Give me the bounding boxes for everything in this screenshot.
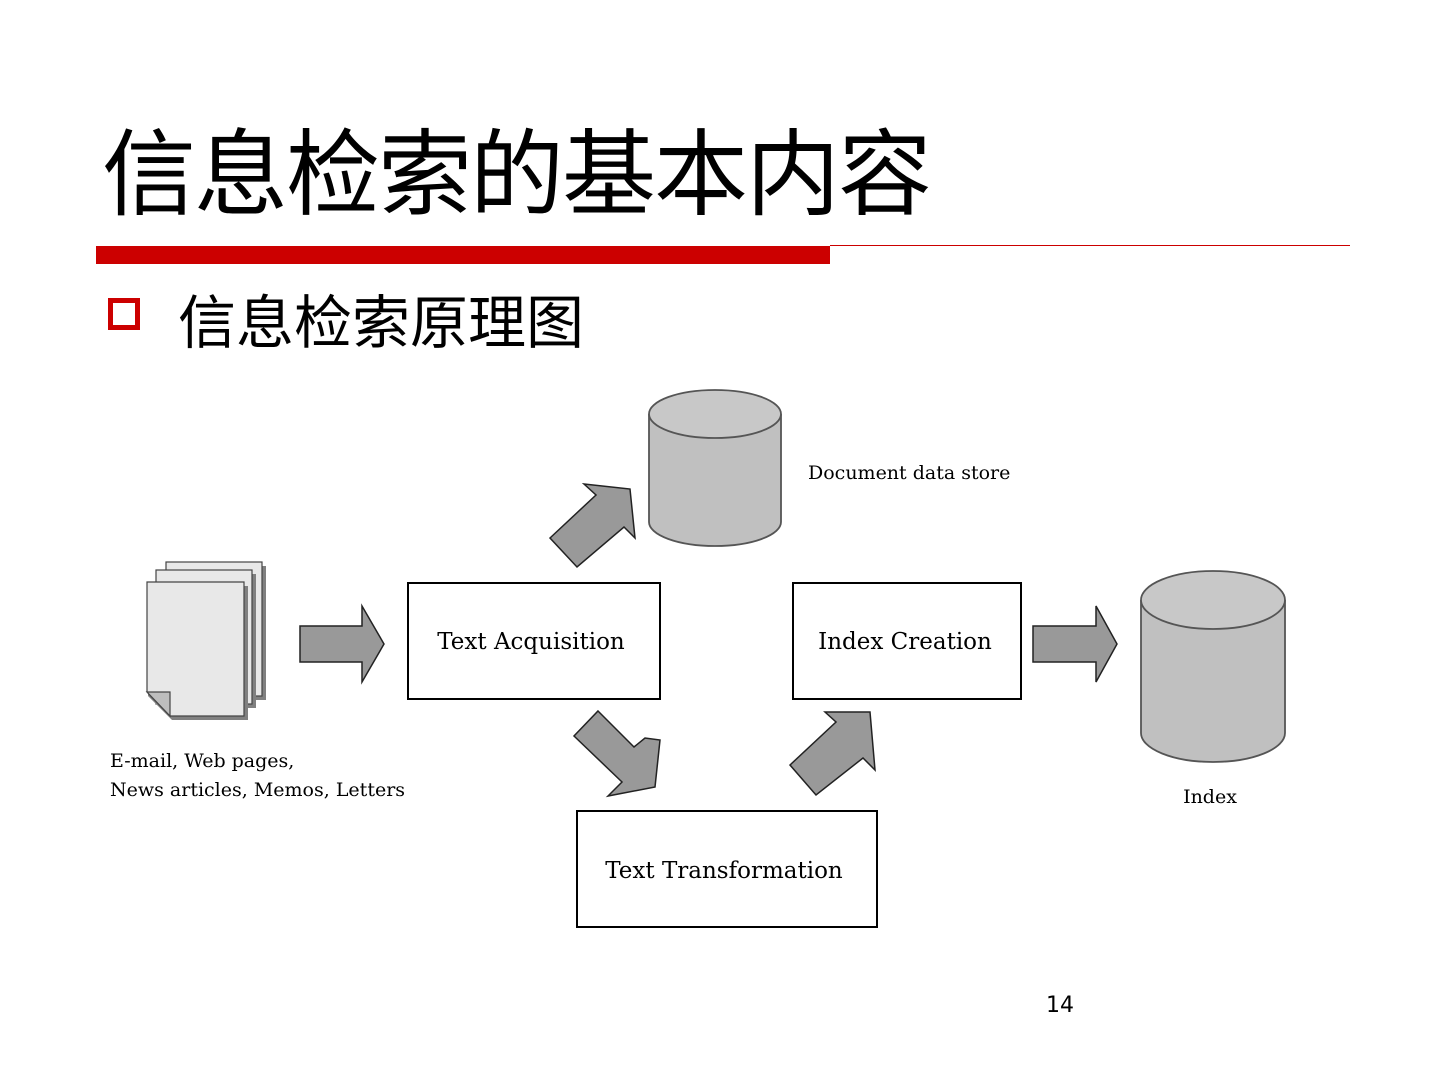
text-acquisition-box: Text Acquisition [407,582,661,700]
arrow-to-index-creation [788,711,876,797]
index-cylinder-icon [1140,570,1286,763]
index-label: Index [1183,786,1237,808]
document-store-cylinder-icon [648,389,782,547]
text-transformation-box: Text Transformation [576,810,878,928]
arrow-to-document-store [548,483,636,569]
sources-label-line2: News articles, Memos, Letters [110,779,405,801]
text-acquisition-label: Text Acquisition [437,629,625,655]
title-underline-thin [830,245,1350,246]
document-stack-icon [145,561,266,720]
title-underline-thick [96,246,830,264]
bullet-square-icon [108,298,140,330]
text-transformation-label: Text Transformation [605,858,843,884]
bullet-text: 信息检索原理图 [178,289,585,357]
index-creation-box: Index Creation [792,582,1022,700]
arrow-to-acquisition [299,603,385,685]
index-creation-label: Index Creation [818,629,992,655]
document-store-label: Document data store [808,462,1010,484]
arrow-to-text-transformation [572,709,661,798]
arrow-to-index [1032,605,1118,683]
slide-title: 信息检索的基本内容 [102,121,932,230]
sources-label-line1: E-mail, Web pages, [110,750,294,772]
page-number: 14 [1046,993,1074,1018]
